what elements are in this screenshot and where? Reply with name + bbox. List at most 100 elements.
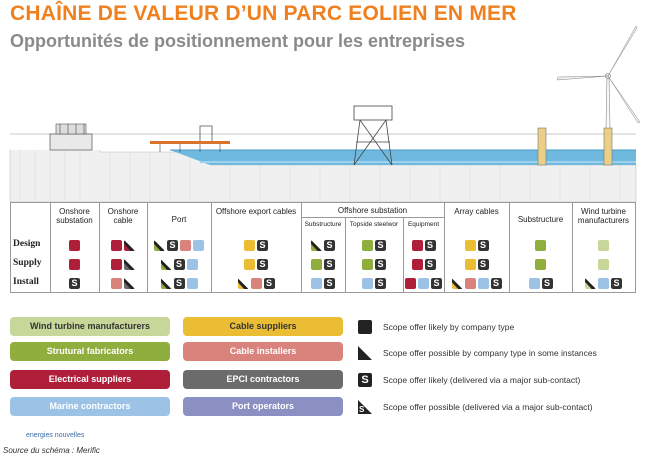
table-divider <box>99 202 100 293</box>
row-label-supply: Supply <box>13 258 42 268</box>
scope-square <box>186 259 198 270</box>
port-pier <box>150 125 230 152</box>
value-chain-table: Onshore substation Onshore cable Port Of… <box>10 202 636 293</box>
scope-square <box>111 240 122 251</box>
scope-square <box>464 278 476 289</box>
legend-category-cable-installers: Cable installers <box>183 342 343 361</box>
scope-square <box>69 259 80 270</box>
legend-symbol-label: Scope offer possible by company type in … <box>383 348 597 358</box>
scope-subcontract: S <box>375 240 386 251</box>
scope-subcontract: S <box>324 278 335 289</box>
page-title: CHAÎNE DE VALEUR D’UN PARC EOLIEN EN MER <box>10 2 517 25</box>
scope-s-icon: S <box>431 278 442 289</box>
column-header-offshore-export-cables: Offshore export cables <box>215 207 297 216</box>
scope-triangle <box>311 240 322 251</box>
scope-square <box>598 278 609 289</box>
table-divider <box>50 202 51 293</box>
scope-square <box>362 278 373 289</box>
scope-s-icon: S <box>257 240 268 251</box>
scope-square <box>598 259 609 270</box>
sea <box>170 149 636 165</box>
scope-s-icon: S <box>324 278 335 289</box>
scope-subcontract: S <box>431 278 442 289</box>
scope-subcontract: S <box>490 278 502 289</box>
scope-square <box>464 259 476 270</box>
scope-square <box>528 278 540 289</box>
scope-square <box>180 240 191 251</box>
scope-square <box>244 240 255 251</box>
scope-triangle <box>238 278 249 289</box>
scope-subcontract: S <box>324 240 335 251</box>
legend-symbol-label: Scope offer likely (delivered via a majo… <box>383 375 581 385</box>
subcolumn-header-topside-steelwork: Topside steelwor <box>349 221 399 228</box>
scope-square <box>411 259 423 270</box>
scope-square <box>535 259 546 270</box>
scope-subcontract: S <box>173 259 185 270</box>
scope-s-icon: S <box>424 259 436 270</box>
table-divider <box>211 202 212 293</box>
scope-square <box>311 278 322 289</box>
scope-subcontract: S <box>173 278 185 289</box>
scope-s-icon: S <box>324 259 335 270</box>
scope-s-icon: S <box>477 240 489 251</box>
scope-subcontract: S <box>257 259 268 270</box>
source-note: Source du schéma : Merific <box>3 446 100 455</box>
scope-s-icon: S <box>611 278 622 289</box>
scope-s-icon: S <box>375 240 386 251</box>
scope-square <box>362 240 373 251</box>
subcolumn-header-substructure: Substructure <box>304 221 342 228</box>
offshore-substation-platform <box>353 105 393 166</box>
scope-s-icon: S <box>477 259 489 270</box>
scope-square <box>418 278 429 289</box>
legend-symbol-label: Scope offer likely by company type <box>383 322 515 332</box>
legend-category-cable-suppliers: Cable suppliers <box>183 317 343 336</box>
table-divider <box>444 202 445 293</box>
legend-square-icon <box>358 320 372 334</box>
scope-triangle <box>161 278 172 289</box>
table-divider <box>301 202 302 293</box>
scope-square <box>477 278 489 289</box>
legend-category-epci-contractors: EPCI contractors <box>183 370 343 389</box>
column-header-array-cables: Array cables <box>454 207 499 216</box>
scope-s-icon: S <box>375 259 386 270</box>
scope-s-icon: S <box>257 259 268 270</box>
scope-square <box>186 278 198 289</box>
scope-s-icon: S <box>173 259 185 270</box>
column-header-port: Port <box>171 215 187 224</box>
scope-triangle <box>124 240 135 251</box>
scope-square <box>311 259 322 270</box>
table-divider <box>147 202 148 293</box>
scope-subcontract: S <box>375 259 386 270</box>
scope-square <box>411 240 423 251</box>
scope-subcontract: S <box>69 278 80 289</box>
row-label-design: Design <box>13 239 41 249</box>
legend-symbol-label: Scope offer possible (delivered via a ma… <box>383 402 593 412</box>
scope-square <box>405 278 416 289</box>
column-header-onshore-substation: Onshore substation <box>56 207 93 225</box>
scope-s-icon: S <box>69 278 80 289</box>
scope-square <box>535 240 546 251</box>
scope-square <box>598 240 609 251</box>
table-divider <box>301 217 444 218</box>
scope-s-icon: S <box>324 240 335 251</box>
scope-subcontract: S <box>611 278 622 289</box>
scope-square <box>69 240 80 251</box>
subcolumn-header-equipment: Equipment <box>407 221 440 228</box>
scope-triangle <box>124 259 135 270</box>
onshore-substation-building <box>49 123 93 151</box>
table-divider <box>10 202 11 293</box>
scope-subcontract: S <box>477 240 489 251</box>
legend-category-marine-contractors: Marine contractors <box>10 397 170 416</box>
legend-triangle-icon <box>358 346 372 360</box>
wind-turbine <box>556 25 641 166</box>
scope-s-icon: S <box>263 278 275 289</box>
scope-subcontract: S <box>375 278 386 289</box>
table-divider <box>509 202 510 293</box>
scope-s-icon: S <box>490 278 502 289</box>
scope-triangle <box>124 278 135 289</box>
scope-s-icon: S <box>167 240 178 251</box>
scope-subcontract: S <box>424 259 436 270</box>
scope-square <box>111 259 122 270</box>
scope-square <box>362 259 373 270</box>
legend-s-icon: S <box>358 373 372 387</box>
